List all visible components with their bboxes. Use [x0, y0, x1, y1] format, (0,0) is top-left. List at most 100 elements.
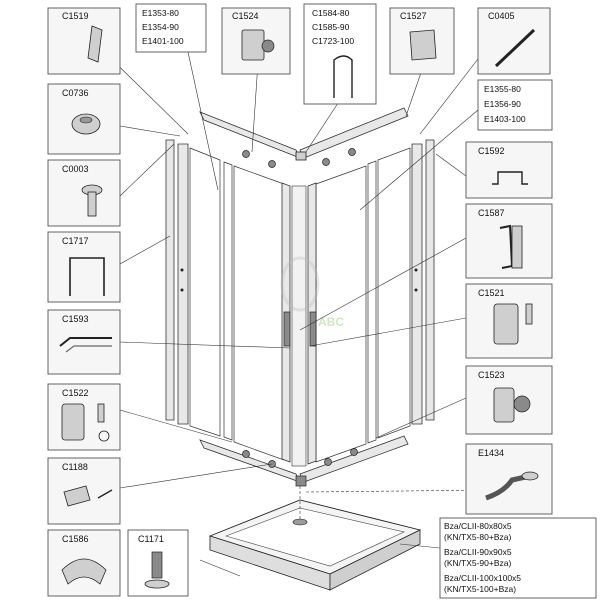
right-door-handle	[309, 311, 317, 347]
label-c1587: C1587	[478, 208, 505, 218]
label-c1519: C1519	[62, 11, 89, 21]
leader-c0405	[419, 45, 489, 135]
tray-front-right	[329, 529, 421, 591]
seal-strip-icon	[87, 25, 103, 63]
box-c1519	[47, 7, 121, 75]
right-fixed-glass	[377, 147, 411, 439]
left-sliding-door	[233, 165, 285, 461]
right-sliding-door	[315, 165, 367, 463]
watermark-logo-icon	[280, 256, 320, 312]
top-rail-left	[199, 111, 301, 159]
roller-housing-right-icon	[493, 303, 519, 345]
part-box-c1522: C1522	[47, 383, 121, 451]
label-c1521: C1521	[478, 288, 505, 298]
screw-dot-2	[180, 288, 184, 292]
wall-plug-screw-icon	[494, 28, 536, 68]
hook-shadow-icon	[65, 345, 112, 353]
leader-c1171	[199, 559, 241, 577]
part-box-c1592: C1592	[465, 141, 553, 199]
leader-tray	[399, 543, 441, 549]
watermark: ABC	[280, 256, 344, 329]
cap-icon	[71, 113, 101, 135]
leader-c1593	[119, 341, 291, 349]
part-box-c0736: C0736	[47, 83, 121, 155]
leader-c0003	[119, 143, 175, 197]
label-c1522: C1522	[62, 388, 89, 398]
label-c0003: C0003	[62, 164, 89, 174]
label-tray-90-kit: (KN/TX5-90+Bza)	[444, 558, 511, 568]
label-c1188: C1188	[62, 462, 88, 472]
right-wall-profile-a	[425, 139, 435, 421]
label-c1723-100: C1723-100	[312, 36, 354, 46]
adjustable-leg-icon	[151, 551, 163, 579]
screw-dot-1	[180, 268, 184, 272]
leg-foot-icon	[144, 579, 170, 589]
screw-dot-4	[414, 288, 418, 292]
part-box-c1171: C1171	[127, 529, 189, 597]
label-e1434: E1434	[478, 448, 504, 458]
roller-bottom-1	[242, 450, 250, 458]
handle-icon	[499, 224, 514, 269]
leader-c1523	[375, 397, 467, 439]
bracket-icon	[69, 257, 105, 296]
part-box-c1188: C1188	[47, 457, 121, 525]
screw-dot-3	[414, 268, 418, 272]
leader-c1522	[119, 409, 233, 443]
handle-bar-icon	[511, 225, 523, 269]
roller-top-1	[242, 150, 250, 158]
label-c1524: C1524	[232, 11, 259, 21]
left-wall-profile-b	[177, 143, 189, 425]
small-screw-icon	[97, 489, 113, 499]
part-box-c1527: C1527	[389, 7, 455, 75]
leader-c1584	[305, 99, 341, 153]
roller-housing-icon	[61, 403, 85, 441]
box-e1434	[465, 443, 553, 515]
watermark-brand: ABC	[318, 315, 344, 329]
enclosure-assembly	[165, 107, 435, 487]
label-e1356-90: E1356-90	[484, 99, 521, 109]
tray-basin	[225, 507, 405, 567]
end-cap-icon	[409, 29, 437, 61]
roller-wheel-icon	[261, 39, 275, 53]
leader-c1188	[119, 463, 273, 489]
bolt-icon	[97, 403, 105, 423]
box-e1355	[477, 79, 553, 131]
label-tray-80-kit: (KN/TX5-80+Bza)	[444, 532, 511, 542]
label-tray-90: Bza/CLII-90x90x5	[444, 547, 512, 557]
label-c1593: C1593	[62, 314, 89, 324]
screw-shank-icon	[87, 191, 97, 217]
part-box-c0003: C0003	[47, 159, 121, 227]
part-box-e1355: E1355-80 E1356-90 E1403-100	[477, 79, 553, 131]
label-c1717: C1717	[62, 236, 89, 246]
label-c0736: C0736	[62, 88, 89, 98]
part-box-c1593: C1593	[47, 309, 121, 375]
roller-bottom-4	[350, 448, 358, 456]
label-tray-80: Bza/CLII-80x80x5	[444, 521, 512, 531]
shower-tray	[208, 499, 422, 591]
profile-icon	[333, 55, 353, 98]
part-box-c1717: C1717	[47, 231, 121, 303]
part-box-e1434: E1434	[465, 443, 553, 515]
label-c1171: C1171	[138, 534, 164, 544]
leader-c1717	[119, 235, 171, 265]
foot-base-icon	[61, 558, 107, 585]
part-box-c1523: C1523	[465, 365, 553, 435]
leader-c0736	[119, 125, 181, 137]
roller-top-2	[268, 160, 276, 168]
label-c1523: C1523	[478, 370, 505, 380]
box-c0405	[477, 7, 551, 75]
label-c1527: C1527	[400, 11, 427, 21]
part-box-c1587: C1587	[465, 203, 553, 279]
part-box-c1521: C1521	[465, 283, 553, 359]
part-box-c1524: C1524	[221, 7, 291, 75]
label-e1403-100: E1403-100	[484, 114, 526, 124]
corner-connector-top	[295, 151, 307, 161]
bottom-roller-housing-icon	[493, 387, 515, 423]
label-e1355-80: E1355-80	[484, 84, 521, 94]
drain-pipe-icon	[485, 473, 531, 501]
box-tray	[439, 517, 597, 599]
hook-icon	[59, 337, 112, 347]
box-c1717	[47, 231, 121, 303]
label-c1586: C1586	[62, 534, 89, 544]
label-e1354-90: E1354-90	[142, 22, 179, 32]
